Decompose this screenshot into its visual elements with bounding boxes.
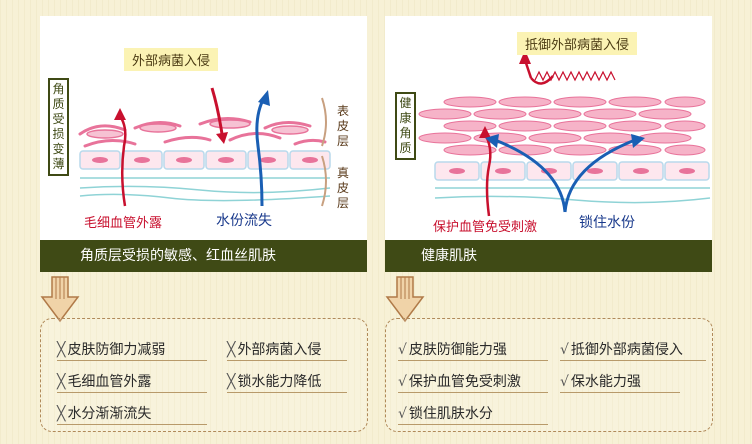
list-item: √保水能力强 <box>560 371 680 393</box>
water-loss-arrow <box>255 97 266 207</box>
label-capillary-exposed: 毛细血管外露 <box>84 216 163 231</box>
label-stratum-thinning: 角质受损变薄 <box>48 78 69 176</box>
list-item: ╳外部病菌入侵 <box>227 339 347 361</box>
label-healthy-stratum: 健康角质 <box>395 92 416 160</box>
list-item: √皮肤防御能力强 <box>398 339 548 361</box>
list-item: ╳皮肤防御力减弱 <box>57 339 207 361</box>
capillary-protected-arrow <box>483 133 492 217</box>
lock-water-arrow-left <box>494 138 567 213</box>
healthy-skin-illustration <box>418 50 711 217</box>
capillary-arrow <box>118 115 127 207</box>
label-epidermis: 表皮层 <box>336 104 349 148</box>
right-caption-text: 健康肌肤 <box>421 248 477 264</box>
list-item: √抵御外部病菌侵入 <box>560 339 706 361</box>
list-item: √保护血管免受刺激 <box>398 371 548 393</box>
label-germ-invasion: 外部病菌入侵 <box>124 48 219 71</box>
right-effects-list: √皮肤防御能力强 √抵御外部病菌侵入 √保护血管免受刺激 √保水能力强 √锁住肌… <box>385 318 713 432</box>
label-resist-germs: 抵御外部病菌入侵 <box>517 32 638 55</box>
left-down-arrow-icon <box>40 276 80 323</box>
left-caption-text: 角质层受损的敏感、红血丝肌肤 <box>80 248 276 264</box>
left-illustration-panel: 外部病菌入侵 角质受损变薄 表皮层 真皮层 毛细血管外露 水份流失 <box>40 16 367 240</box>
label-protect-vessels: 保护血管免受刺激 <box>433 220 538 235</box>
right-caption: 健康肌肤 <box>385 240 712 272</box>
left-caption: 角质层受损的敏感、红血丝肌肤 <box>40 240 367 272</box>
list-item: ╳锁水能力降低 <box>227 371 347 393</box>
lock-water-arrow-right <box>563 138 636 213</box>
label-water-loss: 水份流失 <box>216 213 272 229</box>
right-illustration-panel: 抵御外部病菌入侵 健康角质 保护血管免受刺激 锁住水份 <box>385 16 712 240</box>
germ-invasion-arrow <box>210 87 224 135</box>
label-dermis: 真皮层 <box>336 166 349 210</box>
label-lock-water: 锁住水份 <box>579 215 635 231</box>
list-item: √锁住肌肤水分 <box>398 403 548 425</box>
list-item: ╳毛细血管外露 <box>57 371 207 393</box>
list-item: ╳水分渐渐流失 <box>57 403 207 425</box>
damaged-skin-illustration <box>78 87 331 207</box>
right-down-arrow-icon <box>385 276 425 323</box>
left-effects-list: ╳皮肤防御力减弱 ╳外部病菌入侵 ╳毛细血管外露 ╳锁水能力降低 ╳水分渐渐流失 <box>40 318 368 432</box>
